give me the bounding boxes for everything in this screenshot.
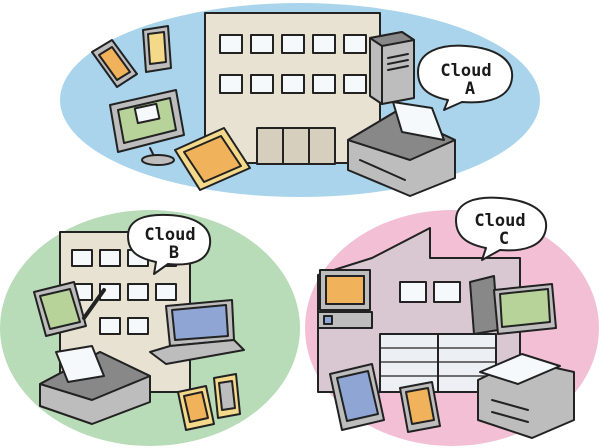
cloud-a-phone-icon-2 bbox=[143, 26, 171, 72]
cloud-c-copier-icon bbox=[478, 354, 574, 438]
cloud-c-phone-icon bbox=[400, 382, 440, 432]
cloud-a-label-line1: Cloud bbox=[440, 61, 491, 81]
cloud-b-label-line1: Cloud bbox=[144, 225, 195, 245]
cloud-b-group: Cloud B bbox=[0, 210, 300, 446]
cloud-c-group: Cloud C bbox=[305, 198, 599, 446]
cloud-b-label-line2: B bbox=[169, 243, 179, 263]
cloud-a-label-line2: A bbox=[465, 79, 475, 99]
cloud-a-server-icon bbox=[370, 32, 414, 104]
cloud-c-monitor-icon bbox=[318, 270, 372, 328]
cloud-a-group: Cloud A bbox=[60, 3, 540, 197]
cloud-b-phone-icon-2 bbox=[214, 374, 240, 418]
cloud-c-label-line2: C bbox=[499, 229, 509, 249]
cloud-c-label-line1: Cloud bbox=[474, 211, 525, 231]
